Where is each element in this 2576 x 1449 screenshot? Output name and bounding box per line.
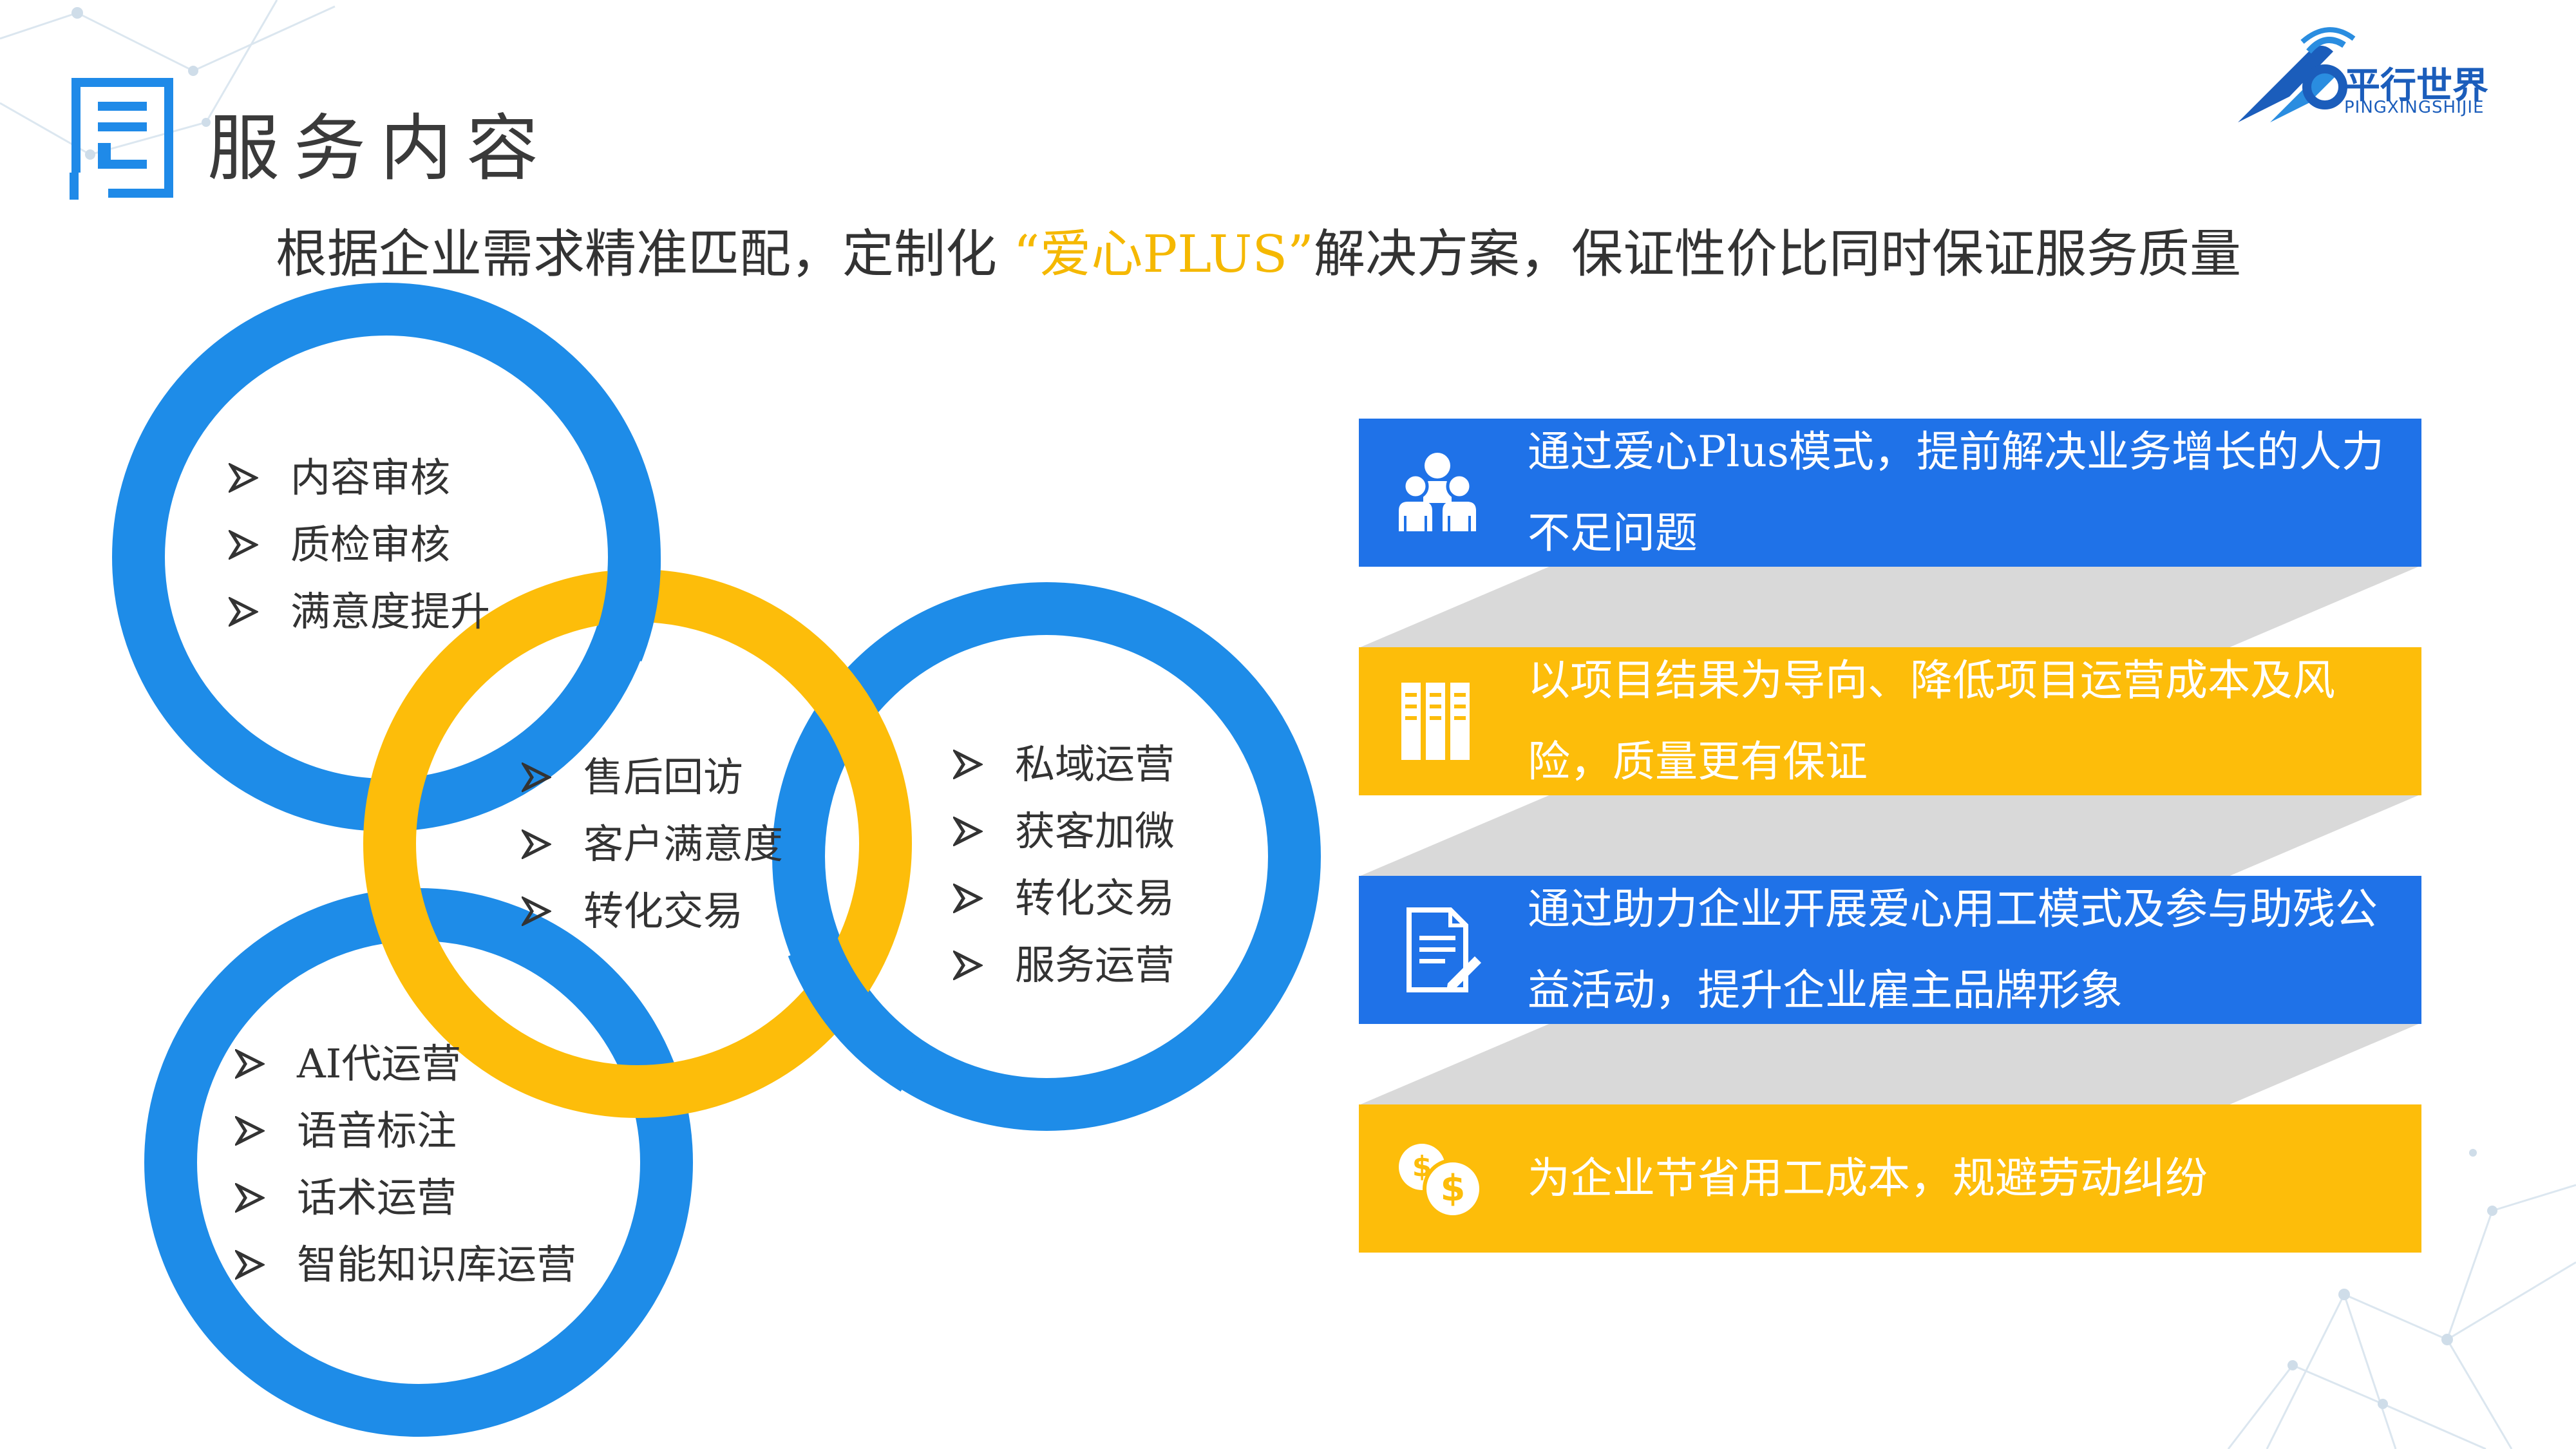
list-item: 内容审核 [229, 444, 490, 511]
list-item-label: 内容审核 [290, 454, 451, 501]
logo-name: 平行世界 [2344, 65, 2488, 107]
svg-text:$: $ [1412, 1150, 1432, 1183]
list-item: AI代运营 [235, 1030, 576, 1097]
list-item-label: 售后回访 [583, 753, 744, 800]
logo-name-en: PINGXINGSHIJIE [2344, 98, 2485, 117]
arrow-bullet-icon [229, 463, 258, 493]
page-title: 服务内容 [207, 107, 553, 191]
arrow-bullet-icon [953, 817, 983, 846]
arrow-bullet-icon [229, 597, 258, 627]
list-item-label: 话术运营 [297, 1174, 457, 1221]
arrow-bullet-icon [235, 1250, 265, 1280]
arrow-bullet-icon [953, 951, 983, 980]
benefit-box-1: 通过爱心Plus模式，提前解决业务增长的人力不足问题 [1359, 419, 2421, 567]
arrow-bullet-icon [953, 884, 983, 913]
subtitle-part: 根据企业需求精准匹配，定制化 [276, 224, 1014, 284]
arrow-bullet-icon [235, 1183, 265, 1213]
arrow-bullet-icon [522, 829, 551, 859]
list-item: 转化交易 [953, 865, 1175, 932]
list-item-label: AI代运营 [297, 1040, 462, 1087]
arrow-bullet-icon [953, 750, 983, 779]
benefit-box-3: 通过助力企业开展爱心用工模式及参与助残公益活动，提升企业雇主品牌形象 [1359, 876, 2421, 1024]
list-item: 满意度提升 [229, 578, 490, 645]
connector-shade [1359, 794, 2421, 876]
list-item: 私域运营 [953, 731, 1175, 798]
arrow-bullet-icon [235, 1116, 265, 1146]
subtitle: 根据企业需求精准匹配，定制化 “爱心PLUS”解决方案，保证性价比同时保证服务质… [276, 213, 2241, 287]
service-document-icon [70, 78, 173, 200]
ring-center-list: 售后回访 客户满意度 转化交易 [522, 744, 783, 945]
list-item: 转化交易 [522, 878, 783, 945]
arrow-bullet-icon [229, 530, 258, 560]
list-item-label: 私域运营 [1015, 741, 1175, 788]
connector-shade [1359, 565, 2421, 648]
list-item: 客户满意度 [522, 811, 783, 878]
ring-bottom-left-list: AI代运营 语音标注 话术运营 智能知识库运营 [235, 1030, 576, 1298]
list-item-label: 满意度提升 [290, 588, 491, 635]
list-item-label: 智能知识库运营 [297, 1241, 577, 1288]
connector-shade [1359, 1023, 2421, 1105]
list-item: 质检审核 [229, 511, 490, 578]
list-item: 语音标注 [235, 1097, 576, 1164]
list-item: 智能知识库运营 [235, 1231, 576, 1298]
list-item-label: 转化交易 [1015, 875, 1175, 922]
arrow-bullet-icon [522, 762, 551, 792]
ring-right-overlap [788, 936, 929, 1092]
list-item: 售后回访 [522, 744, 783, 811]
benefit-box-2: 以项目结果为导向、降低项目运营成本及风险，质量更有保证 [1359, 647, 2421, 795]
dollar-coins-icon: $ $ [1399, 1144, 1483, 1219]
ring-right-list: 私域运营 获客加微 转化交易 服务运营 [953, 731, 1175, 999]
subtitle-highlight: “爱心PLUS” [1013, 224, 1314, 284]
list-item-label: 语音标注 [297, 1107, 457, 1154]
list-item-label: 客户满意度 [583, 820, 784, 867]
ring-top-left-list: 内容审核 质检审核 满意度提升 [229, 444, 490, 645]
pingxing-logo-icon [2238, 27, 2356, 122]
list-item-label: 转化交易 [583, 887, 744, 934]
list-item: 服务运营 [953, 932, 1175, 999]
benefit-text: 通过助力企业开展爱心用工模式及参与助残公益活动，提升企业雇主品牌形象 [1528, 884, 2378, 1015]
benefit-text: 通过爱心Plus模式，提前解决业务增长的人力不足问题 [1528, 427, 2384, 558]
list-item-label: 服务运营 [1015, 942, 1175, 989]
ring-right [772, 582, 1321, 1131]
ring-top-left-overlap [592, 556, 661, 662]
svg-text:$: $ [1441, 1168, 1466, 1209]
list-item: 获客加微 [953, 798, 1175, 865]
subtitle-part: 解决方案，保证性价比同时保证服务质量 [1314, 224, 2242, 284]
people-group-icon [1399, 453, 1476, 531]
document-pen-icon [1406, 907, 1481, 992]
list-item: 话术运营 [235, 1164, 576, 1231]
arrow-bullet-icon [235, 1049, 265, 1079]
list-item-label: 获客加微 [1015, 808, 1175, 855]
building-icon [1401, 683, 1470, 760]
benefit-text: 为企业节省用工成本，规避劳动纠纷 [1528, 1153, 2208, 1203]
benefit-text: 以项目结果为导向、降低项目运营成本及风险，质量更有保证 [1528, 656, 2335, 786]
list-item-label: 质检审核 [290, 521, 451, 568]
arrow-bullet-icon [522, 896, 551, 926]
benefit-box-4: $ $ 为企业节省用工成本，规避劳动纠纷 [1359, 1104, 2421, 1253]
